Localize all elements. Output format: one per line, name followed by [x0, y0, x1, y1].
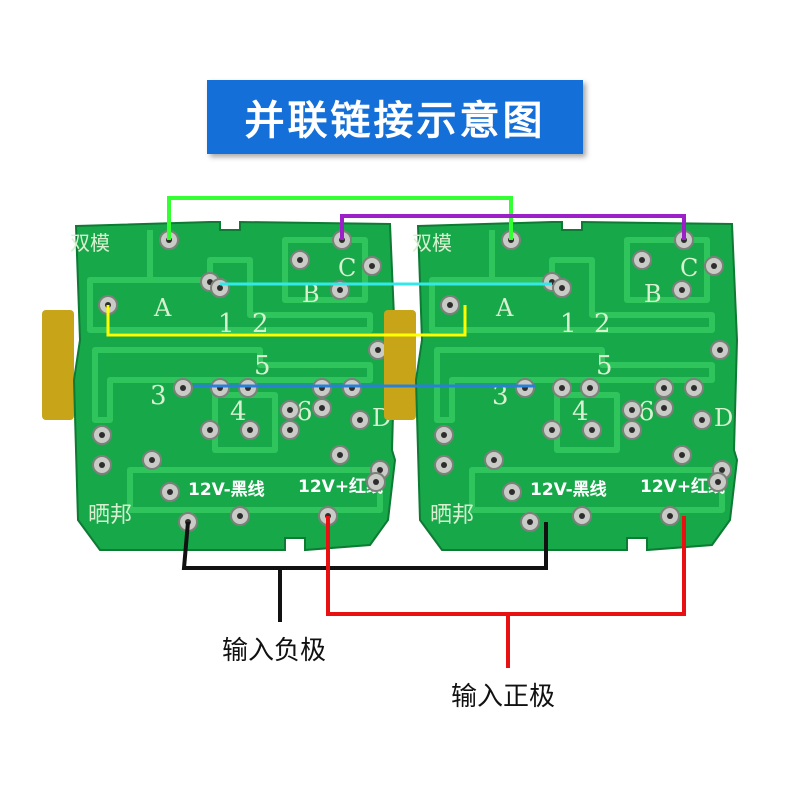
pad-letter-d: D	[714, 404, 733, 432]
negative-input-caption: 输入负极	[222, 636, 327, 666]
copper-trace	[92, 347, 373, 423]
pad-hole	[337, 287, 343, 293]
positive-pad-label: 12V+红线	[640, 476, 725, 497]
pad-hole	[629, 407, 635, 413]
pad-number-4: 4	[572, 397, 589, 427]
pad-number-2: 2	[252, 309, 269, 339]
pad-hole	[337, 452, 343, 458]
pad-hole	[587, 385, 593, 391]
pad-hole	[207, 427, 213, 433]
pad-hole	[667, 513, 673, 519]
negative-pad-label: 12V-黑线	[188, 479, 265, 500]
wire-c	[340, 214, 686, 240]
pad-hole	[441, 462, 447, 468]
pad-hole	[447, 302, 453, 308]
positive-pad-label: 12V+红线	[298, 476, 383, 497]
pad-number-3: 3	[150, 381, 167, 411]
wire-negative	[181, 521, 548, 570]
pad-hole	[661, 385, 667, 391]
pad-hole	[369, 263, 375, 269]
copper-trace	[127, 467, 383, 513]
pad-hole	[297, 257, 303, 263]
pad-letter-a: A	[495, 294, 514, 322]
pad-hole	[679, 452, 685, 458]
copper-trace	[87, 230, 373, 333]
pad-hole	[559, 285, 565, 291]
pad-hole	[491, 457, 497, 463]
pad-hole	[217, 285, 223, 291]
pad-hole	[149, 457, 155, 463]
silk-label-bottom: 晒邦	[430, 503, 474, 528]
pad-hole	[441, 432, 447, 438]
pad-hole	[99, 432, 105, 438]
relay-body	[384, 310, 416, 420]
pad-hole	[717, 347, 723, 353]
copper-trace	[429, 230, 715, 333]
wire-a	[167, 196, 513, 240]
pad-number-3: 3	[492, 381, 509, 411]
pad-hole	[639, 257, 645, 263]
pad-hole	[559, 385, 565, 391]
pad-hole	[589, 427, 595, 433]
copper-trace	[434, 347, 715, 423]
pad-number-4: 4	[230, 397, 247, 427]
relay-body	[42, 310, 74, 420]
pad-hole	[509, 489, 515, 495]
pad-hole	[661, 405, 667, 411]
pad-hole	[579, 513, 585, 519]
pad-hole	[549, 427, 555, 433]
pad-hole	[319, 405, 325, 411]
pad-hole	[287, 407, 293, 413]
pad-hole	[247, 427, 253, 433]
copper-trace	[469, 467, 725, 513]
silk-label-bottom: 晒邦	[88, 503, 132, 528]
pad-hole	[679, 287, 685, 293]
pad-number-6: 6	[296, 397, 313, 427]
silk-label-top: 双模	[70, 231, 110, 255]
pad-hole	[377, 467, 383, 473]
silk-label-top: 双模	[412, 231, 452, 255]
pad-number-2: 2	[594, 309, 611, 339]
pad-hole	[287, 427, 293, 433]
pad-hole	[99, 462, 105, 468]
page-title: 并联链接示意图	[207, 80, 583, 154]
pad-letter-a: A	[153, 294, 172, 322]
pad-hole	[715, 479, 721, 485]
pad-hole	[719, 467, 725, 473]
pad-hole	[699, 417, 705, 423]
pad-hole	[711, 263, 717, 269]
pad-number-5: 5	[596, 351, 613, 381]
negative-pad-label: 12V-黑线	[530, 479, 607, 500]
pad-hole	[373, 479, 379, 485]
pad-hole	[527, 519, 533, 525]
pad-letter-c: C	[680, 254, 698, 282]
pad-hole	[375, 347, 381, 353]
pad-hole	[167, 489, 173, 495]
pad-hole	[629, 427, 635, 433]
pad-letter-b: B	[644, 280, 662, 308]
pad-hole	[691, 385, 697, 391]
pad-hole	[180, 385, 186, 391]
pad-number-1: 1	[560, 309, 577, 339]
pad-hole	[357, 417, 363, 423]
wire-mid	[106, 305, 467, 337]
pad-number-6: 6	[638, 397, 655, 427]
pad-number-5: 5	[254, 351, 271, 381]
pad-letter-c: C	[338, 254, 356, 282]
pad-letter-b: B	[302, 280, 320, 308]
positive-input-caption: 输入正极	[451, 682, 556, 712]
pad-hole	[237, 513, 243, 519]
pad-number-1: 1	[218, 309, 235, 339]
